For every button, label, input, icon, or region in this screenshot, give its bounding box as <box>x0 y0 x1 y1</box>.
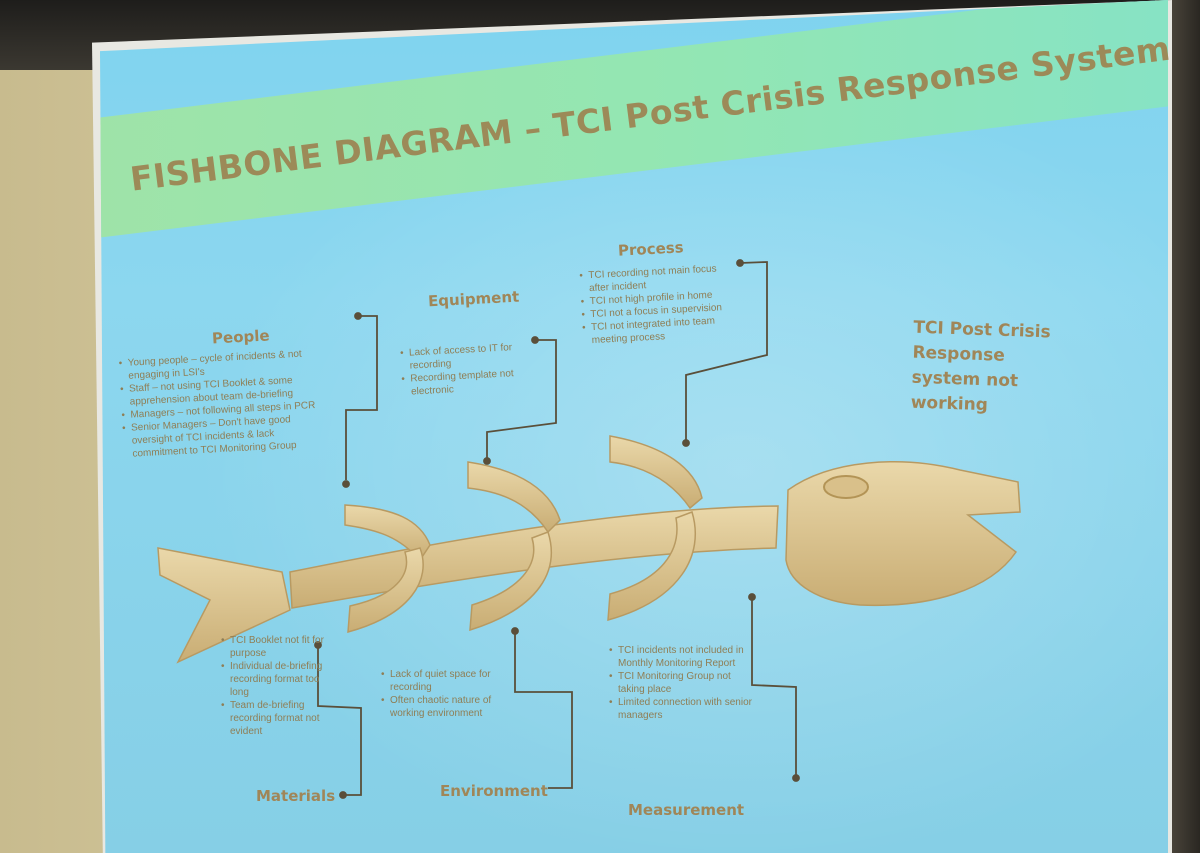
category-label-materials: Materials <box>256 787 336 805</box>
category-label-process: Process <box>617 238 685 260</box>
category-label-measurement: Measurement <box>628 801 745 819</box>
cause-item: Individual de-briefing recording format … <box>221 660 330 699</box>
connector-process <box>685 261 768 440</box>
rib-upper-2 <box>467 461 561 534</box>
fish-eye <box>823 475 869 499</box>
cause-item: Team de-briefing recording format not ev… <box>221 699 330 738</box>
cause-item: Lack of quiet space for recording <box>381 668 520 694</box>
causes-environment: Lack of quiet space for recording Often … <box>378 668 520 720</box>
rib-lower-3 <box>607 511 696 622</box>
rib-upper-3 <box>609 435 703 510</box>
causes-equipment: Lack of access to IT for recording Recor… <box>397 341 522 399</box>
effect-statement: TCI Post Crisis Response system not work… <box>910 317 1052 416</box>
cause-item: Limited connection with senior managers <box>609 696 752 722</box>
rib-lower-1 <box>347 547 424 634</box>
causes-process: TCI recording not main focus after incid… <box>576 262 724 347</box>
connector-equipment <box>486 339 557 458</box>
cause-item: Often chaotic nature of working environm… <box>381 694 520 720</box>
fish-head <box>785 461 1021 607</box>
rib-upper-1 <box>344 504 431 562</box>
cause-item: TCI incidents not included in Monthly Mo… <box>609 644 752 670</box>
category-label-people: People <box>211 326 270 348</box>
rib-lower-2 <box>469 531 552 632</box>
category-label-environment: Environment <box>440 782 548 800</box>
cause-item: TCI Booklet not fit for purpose <box>221 634 330 660</box>
connector-environment <box>514 634 573 789</box>
cause-item: TCI Monitoring Group not taking place <box>609 670 752 696</box>
connector-measurement <box>751 600 797 775</box>
connector-people <box>345 315 378 480</box>
fish-tail <box>157 547 291 664</box>
causes-people: Young people – cycle of incidents & not … <box>115 347 322 461</box>
causes-materials: TCI Booklet not fit for purpose Individu… <box>218 634 330 738</box>
causes-measurement: TCI incidents not included in Monthly Mo… <box>606 644 752 722</box>
